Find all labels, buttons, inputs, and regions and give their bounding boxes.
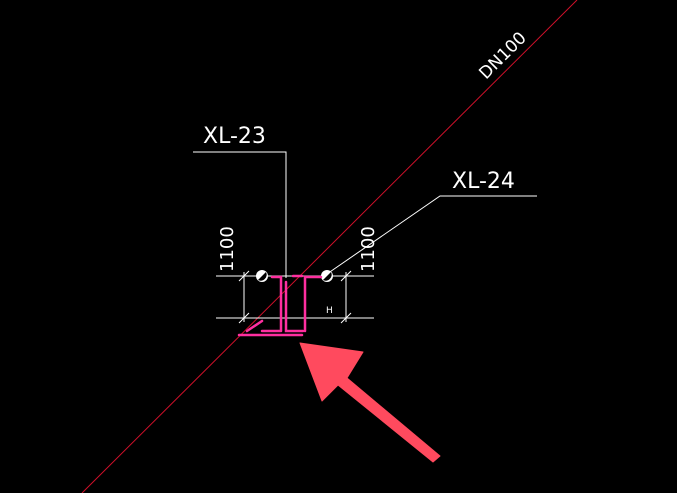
riser-xl24-leader [323, 195, 537, 277]
riser-right-pipe [303, 275, 323, 333]
height-marker: H [326, 306, 333, 316]
riser-xl23-label: XL-23 [203, 124, 266, 149]
valve-symbol-right[interactable] [321, 270, 333, 282]
branch-pipes[interactable] [237, 274, 323, 337]
elevation-reference-lines [216, 275, 374, 319]
dimension-left [238, 270, 250, 324]
branch-diagonal [245, 319, 264, 333]
riser-xl24-label: XL-24 [452, 169, 515, 194]
dimension-left-value: 1100 [217, 226, 238, 272]
riser-xl23-leader [193, 151, 287, 278]
dimension-right-value: 1100 [358, 226, 379, 272]
dimension-right [340, 270, 352, 324]
riser-left-pipe [270, 275, 283, 333]
valve-symbol-left[interactable] [256, 270, 268, 282]
riser-middle-pipe [284, 280, 305, 333]
pipe-size-label: DN100 [475, 28, 530, 83]
main-pipe-line [81, 0, 578, 493]
callout-arrow [299, 342, 441, 463]
